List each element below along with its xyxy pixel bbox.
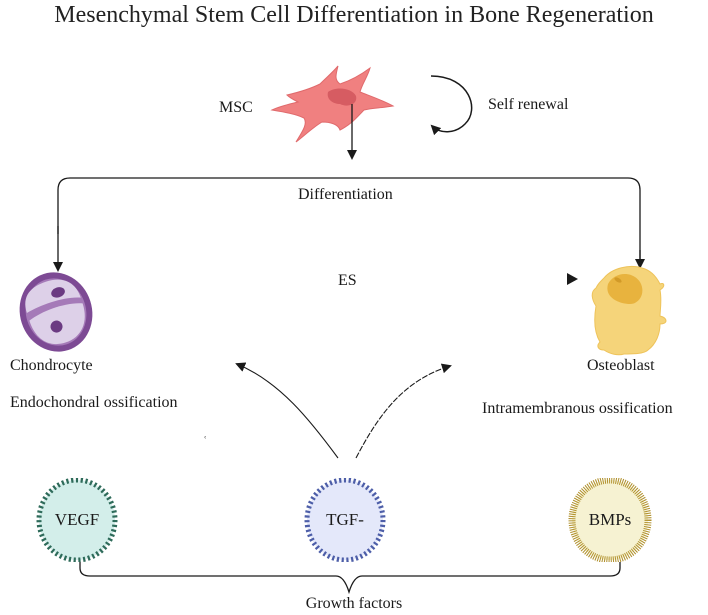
- growth-factors-label: Growth factors: [305, 595, 403, 612]
- bmps-label: BMPs: [588, 510, 632, 529]
- self-renewal-arrow: [430, 75, 473, 136]
- vegf-circle-icon: [36, 478, 118, 562]
- intramembranous-ossification-label: Intramembranous ossification: [482, 400, 673, 417]
- differentiation-label: Differentiation: [298, 186, 393, 203]
- es-arrowhead: [567, 273, 578, 285]
- tgf-circle-icon: [304, 478, 386, 562]
- growth-factors-brace: [79, 562, 621, 595]
- diagram-title: Mesenchymal Stem Cell Differentiation in…: [54, 2, 654, 28]
- endochondral-ossification-label: Endochondral ossification: [10, 394, 178, 411]
- es-label: ES: [338, 272, 357, 289]
- msc-label: MSC: [219, 99, 253, 116]
- osteoblast-label: Osteoblast: [587, 357, 655, 374]
- growth-factor-tgf: TGF-: [303, 478, 387, 562]
- vegf-label: VEGF: [54, 510, 100, 529]
- stray-glyph: ʿ: [203, 433, 208, 448]
- mesenchymal-stem-cell-icon: [270, 65, 395, 143]
- arrow-growth-to-intramembranous: [355, 363, 452, 459]
- self-renewal-label: Self renewal: [488, 96, 569, 113]
- differentiation-branch-line: [57, 177, 641, 263]
- tgf-label: TGF-: [326, 510, 364, 529]
- growth-factor-bmps: BMPs: [568, 478, 652, 562]
- osteoblast-icon: [591, 265, 667, 356]
- bmps-circle-icon: [568, 478, 652, 562]
- chondrocyte-label: Chondrocyte: [10, 357, 93, 374]
- growth-factor-vegf: VEGF: [35, 478, 119, 562]
- arrow-growth-to-endochondral: [235, 362, 339, 459]
- chondrocyte-icon: [19, 272, 93, 352]
